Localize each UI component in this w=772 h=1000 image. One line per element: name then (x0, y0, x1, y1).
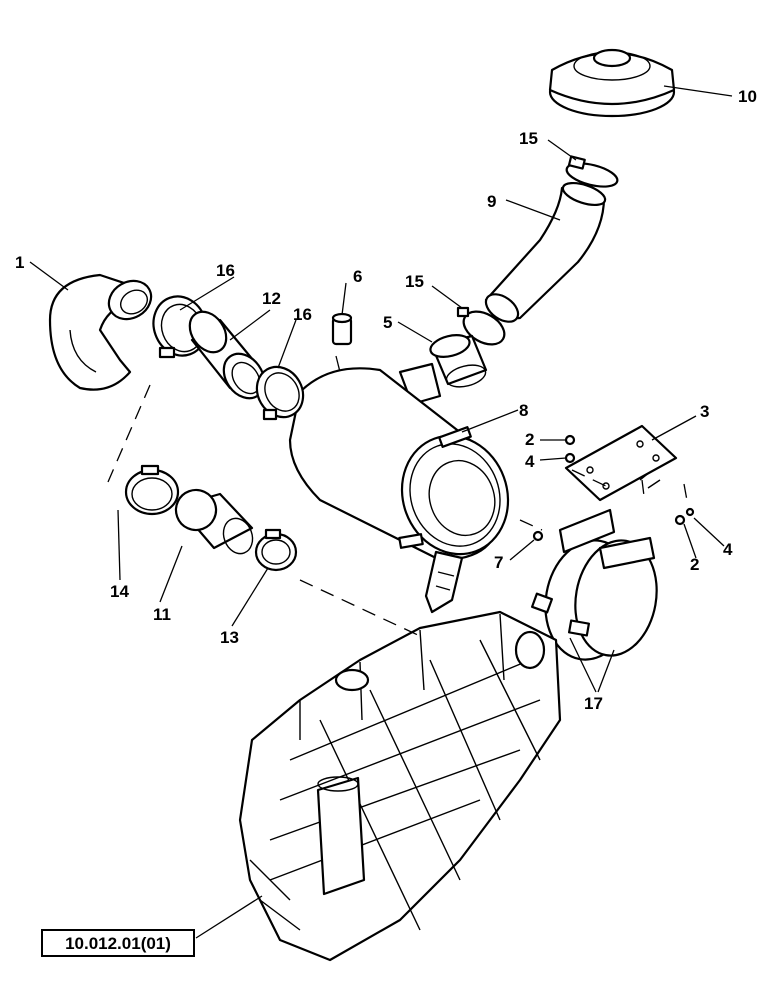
part-5-adapter (429, 334, 488, 388)
callout-13: 13 (220, 628, 239, 647)
part-6-vacuator-cap (331, 312, 353, 346)
callout-2-right: 2 (690, 555, 699, 574)
part-12-coupler (188, 310, 266, 400)
callout-labels: 1 16 12 16 6 15 5 15 9 10 8 3 2 4 7 2 4 … (15, 87, 757, 713)
callout-8: 8 (519, 401, 528, 420)
callout-16-right: 16 (293, 305, 312, 324)
part-3-mounting-plate (564, 424, 678, 502)
part-9-intake-hose (484, 181, 607, 323)
part-1-elbow (48, 273, 153, 391)
callout-9: 9 (487, 192, 496, 211)
part-8-air-cleaner-assembly (288, 362, 510, 614)
callout-7: 7 (494, 553, 503, 572)
part-10-precleaner-cap (548, 48, 676, 118)
callout-15-lower: 15 (405, 272, 424, 291)
part-17-band-straps (530, 508, 658, 661)
callout-5: 5 (383, 313, 392, 332)
reference-label: 10.012.01(01) (65, 934, 171, 953)
callout-12: 12 (262, 289, 281, 308)
part-2-4-fasteners-right (674, 507, 695, 526)
part-2-4-fasteners-upper (564, 434, 576, 464)
callout-14: 14 (110, 582, 129, 601)
callout-10: 10 (738, 87, 757, 106)
callout-4-right: 4 (723, 540, 733, 559)
callout-11: 11 (153, 605, 171, 624)
callout-4-upper: 4 (525, 452, 535, 471)
callout-2-upper: 2 (525, 430, 534, 449)
leader-lines (29, 85, 733, 939)
callout-16-left: 16 (216, 261, 235, 280)
part-16-clamp-right (255, 365, 305, 421)
part-15-hose-clamp-lower (456, 306, 506, 346)
callout-1: 1 (15, 253, 24, 272)
callout-15-top: 15 (519, 129, 538, 148)
reference-box: 10.012.01(01) (41, 929, 195, 957)
assembly-dashed-lines (107, 355, 689, 637)
callout-3: 3 (700, 402, 709, 421)
callout-17: 17 (584, 694, 603, 713)
part-15-hose-clamp-top (565, 155, 619, 188)
part-14-clamp (124, 464, 180, 516)
callout-6: 6 (353, 267, 362, 286)
engine-block (238, 610, 562, 962)
part-11-sleeve (174, 488, 254, 555)
part-13-clamp (254, 528, 298, 572)
part-7-nut (532, 530, 544, 542)
